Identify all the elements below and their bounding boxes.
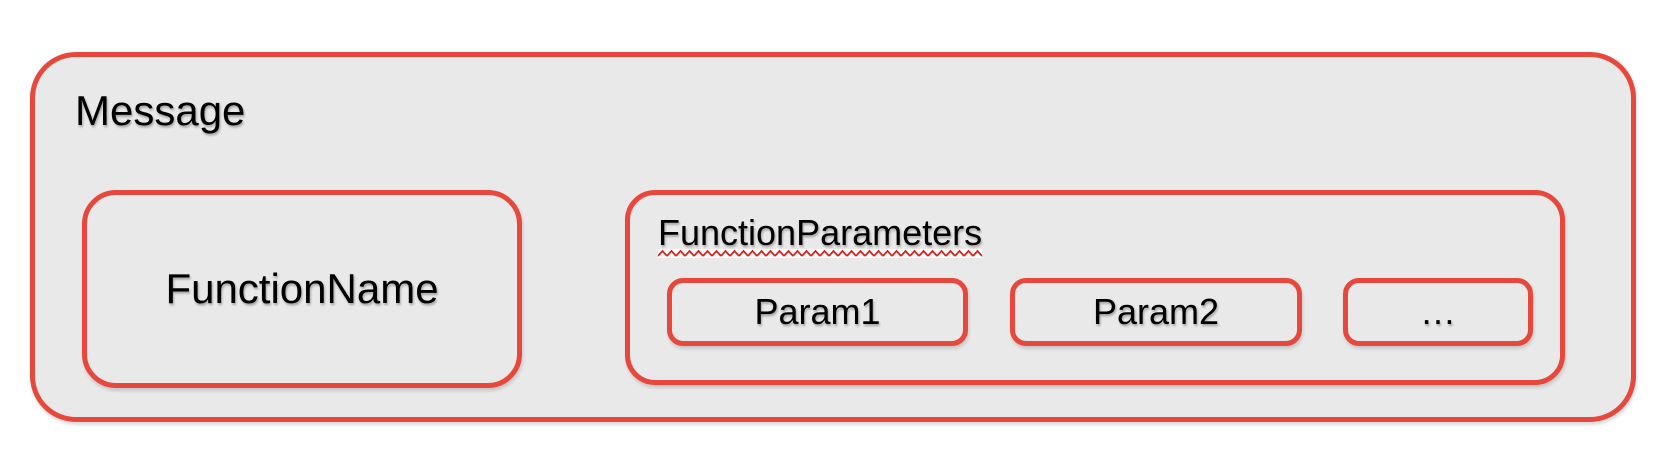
param1-box: Param1 xyxy=(667,278,968,346)
function-name-label: FunctionName xyxy=(165,265,439,312)
param1-label: Param1 xyxy=(754,291,881,332)
function-parameters-label: FunctionParameters xyxy=(658,212,983,253)
spellcheck-squiggle-underline xyxy=(658,249,983,258)
function-parameters-label-group: FunctionParameters xyxy=(658,212,983,258)
param2-label: Param2 xyxy=(1092,291,1220,332)
ellipsis-param-label: … xyxy=(1420,291,1456,332)
message-label: Message xyxy=(75,87,246,134)
param2-box: Param2 xyxy=(1010,278,1302,346)
ellipsis-param-box: … xyxy=(1343,278,1533,346)
function-parameters-box: FunctionParameters Param1 Param2 xyxy=(625,190,1565,385)
message-box: Message FunctionName FunctionParameters xyxy=(30,52,1636,422)
function-name-box: FunctionName xyxy=(82,190,522,388)
